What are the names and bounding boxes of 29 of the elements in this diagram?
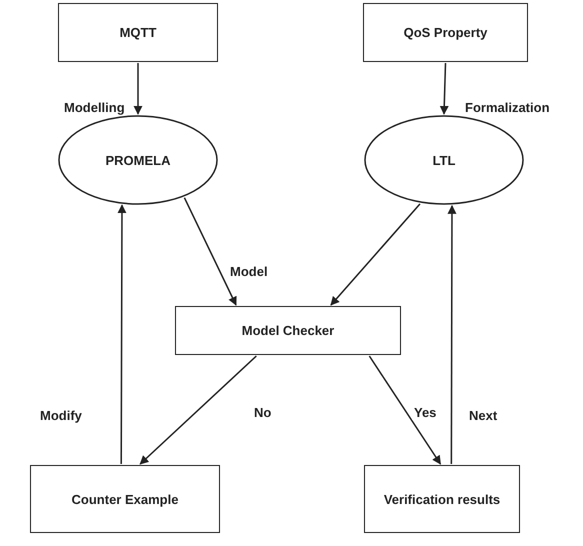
edge-label: Yes bbox=[412, 405, 438, 420]
process-box bbox=[30, 465, 220, 533]
process-box bbox=[363, 3, 528, 62]
arrow bbox=[184, 197, 237, 306]
edge-label: Next bbox=[467, 408, 500, 423]
process-box bbox=[58, 3, 218, 62]
arrow bbox=[330, 203, 421, 306]
edge-label: Modify bbox=[38, 408, 84, 423]
edge-label: Modelling bbox=[62, 100, 127, 115]
edge-label: No bbox=[252, 405, 274, 420]
process-ellipse bbox=[58, 115, 218, 205]
arrow bbox=[440, 62, 449, 115]
arrow bbox=[368, 356, 442, 465]
arrow bbox=[140, 355, 257, 465]
node-label: LTL bbox=[432, 152, 456, 168]
node-label: MQTT bbox=[118, 25, 158, 40]
arrow bbox=[447, 204, 456, 464]
node-label: Counter Example bbox=[70, 492, 180, 506]
edge-label: Model bbox=[228, 264, 270, 279]
process-box bbox=[175, 306, 401, 355]
arrow bbox=[134, 63, 142, 115]
process-box bbox=[364, 465, 520, 533]
arrow bbox=[117, 204, 126, 464]
node-label: Model Checker bbox=[240, 323, 336, 338]
process-ellipse bbox=[364, 115, 524, 205]
edge-label: Formalization bbox=[463, 100, 552, 115]
node-label: QoS Property bbox=[402, 25, 488, 40]
node-label: Verification results bbox=[382, 492, 502, 506]
node-label: PROMELA bbox=[104, 152, 172, 168]
